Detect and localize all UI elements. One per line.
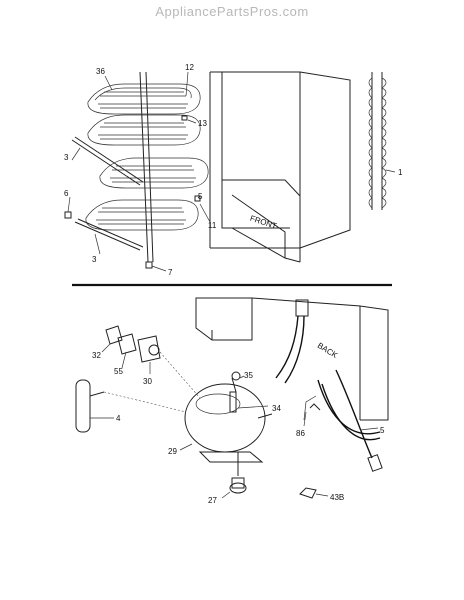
callout-36: 36 [96,67,105,76]
wire-shelf-rack [64,71,209,269]
callout-55: 55 [114,367,123,376]
callout-3-top: 3 [64,153,69,162]
callout-32: 32 [92,351,101,360]
callout-34: 34 [272,404,281,413]
callout-3-bottom: 3 [92,255,97,264]
back-orientation-label: BACK [316,341,340,361]
callout-86: 86 [296,429,305,438]
callout-43B: 43B [330,493,344,502]
callout-5: 5 [380,426,385,435]
site-watermark-title: AppliancePartsPros.com [155,4,309,19]
callout-5: 5 [198,192,203,201]
cabinet-back: BACK [195,297,389,421]
upper-diagram: FRONT 36 [64,63,403,277]
compressor [184,371,273,494]
callout-4: 4 [116,414,121,423]
callout-27: 27 [208,496,217,505]
callout-35: 35 [244,371,253,380]
clamp-part [309,403,321,411]
callout-13: 13 [198,119,207,128]
wire-harness [275,299,383,472]
callout-1: 1 [398,168,403,177]
callout-29: 29 [168,447,177,456]
clip-part [299,487,317,499]
freezer-cabinet: FRONT [209,71,351,263]
callout-12: 12 [185,63,194,72]
filter-drier [75,379,105,433]
callout-7: 7 [168,268,173,277]
callout-6: 6 [64,189,69,198]
lower-diagram: BACK [75,297,389,505]
callout-30: 30 [143,377,152,386]
condenser-coil [368,72,387,210]
relay-parts [105,325,161,363]
callout-11: 11 [208,221,217,230]
